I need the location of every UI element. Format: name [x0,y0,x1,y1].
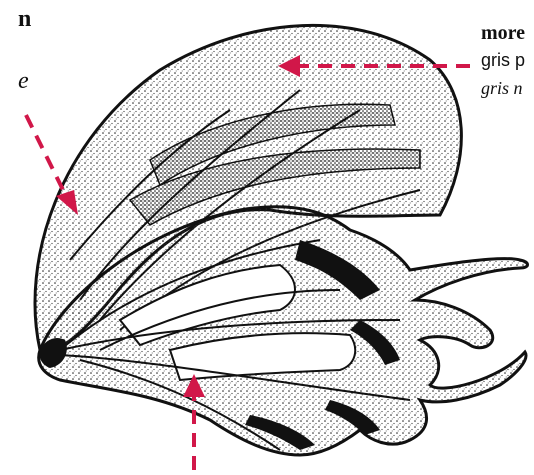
label-top-left-line1: n [18,6,31,33]
label-top-right-line1: more [481,22,525,45]
label-top-right-line3: gris n [481,78,523,99]
label-top-left-line2: e [18,68,29,95]
label-top-right-line2: gris p [481,50,525,71]
arrow-top-left [26,115,78,215]
